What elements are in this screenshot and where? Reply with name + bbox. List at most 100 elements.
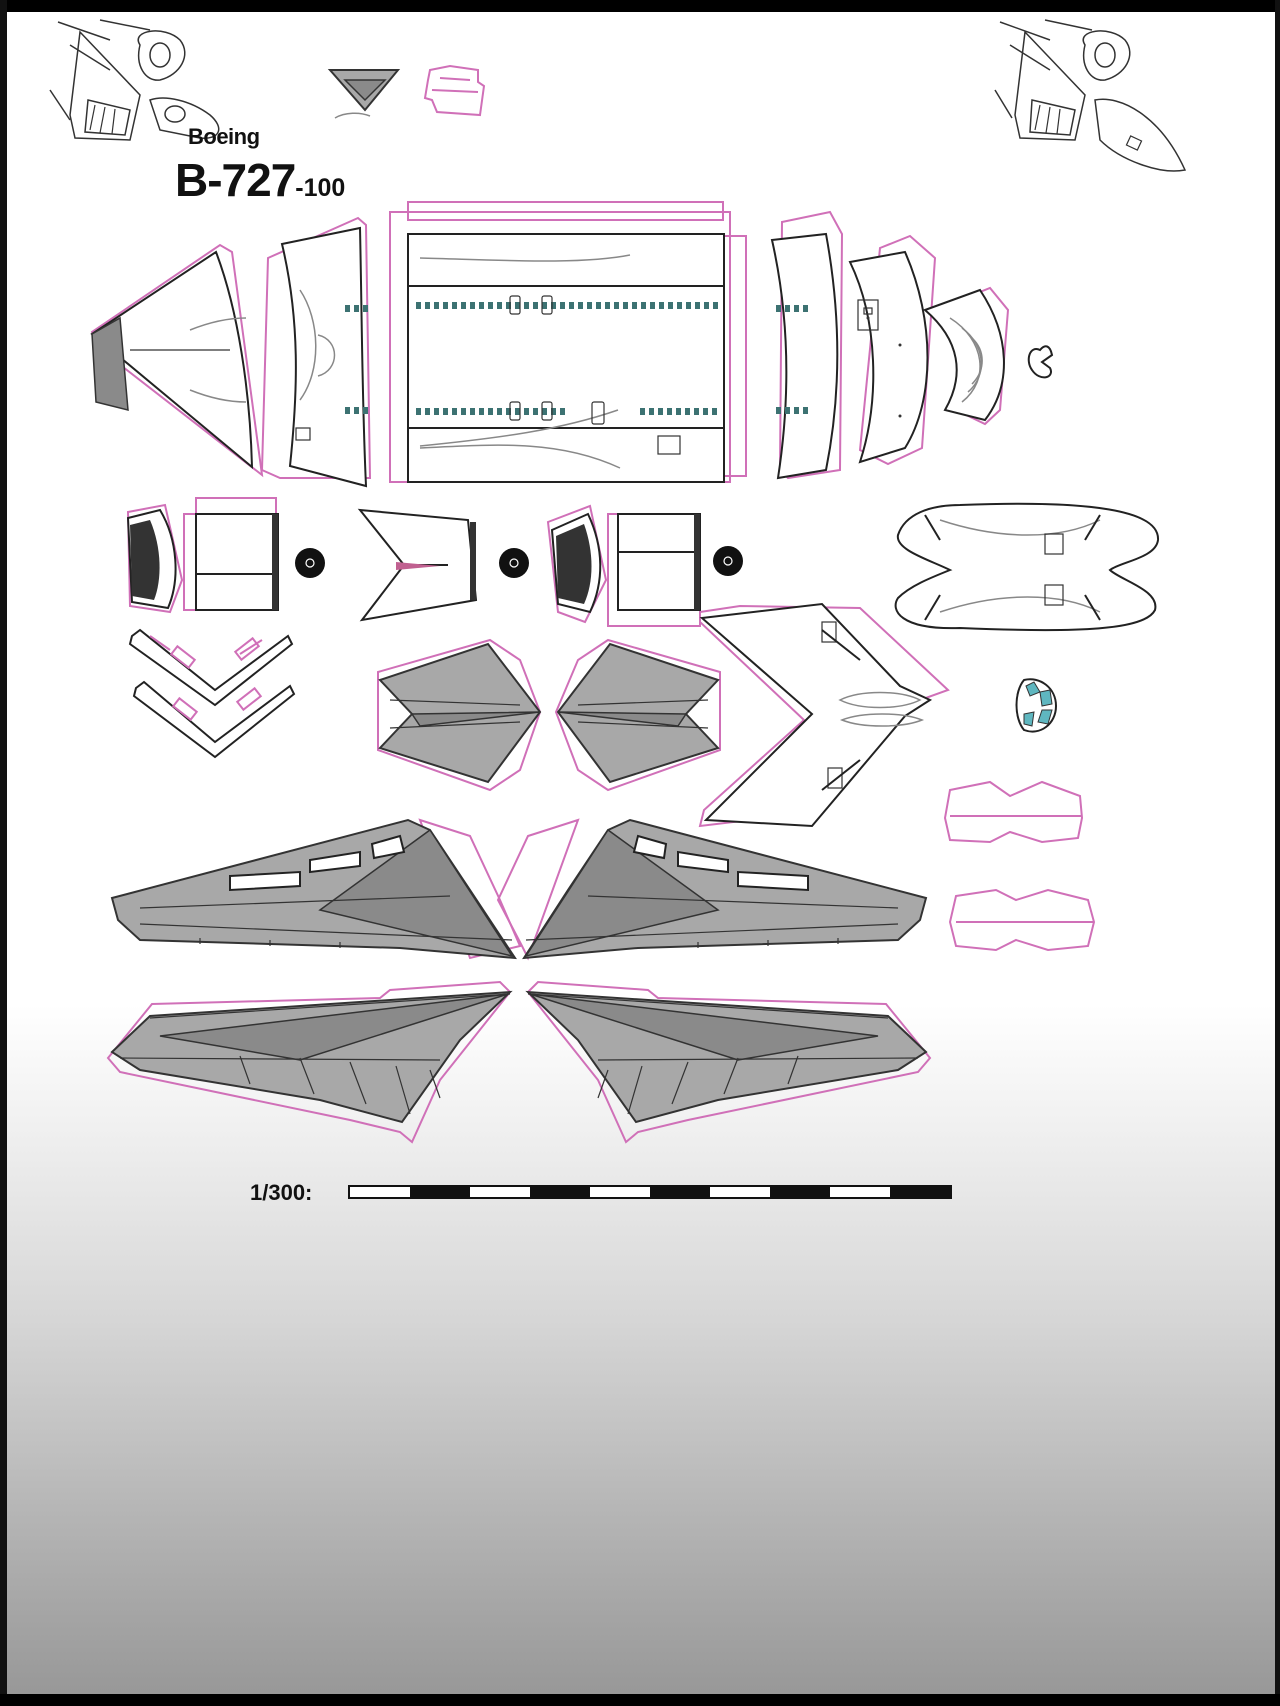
cabin-window — [533, 302, 538, 309]
window-row-aft-bottom — [776, 407, 808, 414]
window-row-aft-top — [776, 305, 808, 312]
part-wing-center-box — [894, 502, 1160, 632]
part-engine-cowl-right — [607, 513, 701, 627]
right-frame-edge — [1275, 0, 1280, 1706]
cabin-window — [641, 302, 646, 309]
cabin-window — [650, 302, 655, 309]
left-frame-edge — [0, 0, 7, 1706]
cabin-window — [623, 302, 628, 309]
part-nose-section — [90, 243, 264, 478]
scale-segment — [350, 1187, 410, 1197]
part-engine-cowl-left — [183, 497, 279, 611]
scale-segment — [830, 1187, 890, 1197]
part-wing-upper-right — [496, 818, 928, 961]
part-cockpit-glass — [1015, 678, 1058, 733]
part-engine-disc-2 — [499, 548, 529, 578]
cabin-window — [434, 408, 439, 415]
cabin-window — [425, 408, 430, 415]
part-engine-disc-1 — [295, 548, 325, 578]
scale-segment — [650, 1187, 710, 1197]
scale-segment — [710, 1187, 770, 1197]
scale-segment — [470, 1187, 530, 1197]
cabin-window — [712, 408, 717, 415]
part-center-engine-duct — [357, 508, 478, 622]
cabin-window — [667, 408, 672, 415]
cabin-window — [452, 302, 457, 309]
part-engine-intake-left — [126, 503, 184, 614]
cabin-window — [596, 302, 601, 309]
cabin-window — [640, 408, 645, 415]
cabin-window — [461, 408, 466, 415]
cabin-window — [560, 302, 565, 309]
model-name: B-727 — [175, 154, 296, 206]
assembly-sketch-right — [994, 19, 1187, 172]
cabin-window — [416, 302, 421, 309]
cabin-window — [470, 302, 475, 309]
scale-segment — [530, 1187, 590, 1197]
cabin-window — [668, 302, 673, 309]
cabin-window — [551, 408, 556, 415]
part-wing-upper-left — [110, 818, 522, 960]
part-wing-lower-right — [525, 980, 932, 1144]
cabin-window-row-top — [416, 302, 718, 309]
cabin-window — [443, 302, 448, 309]
cabin-window — [686, 302, 691, 309]
scale-label: 1/300: — [250, 1180, 313, 1205]
cabin-window — [515, 302, 520, 309]
bottom-frame-bar — [0, 1694, 1280, 1706]
part-forward-fuselage-1 — [260, 216, 372, 488]
cabin-window — [416, 408, 421, 415]
cabin-window — [614, 302, 619, 309]
cabin-window-row-bottom — [416, 408, 717, 415]
cabin-window — [461, 302, 466, 309]
scale-bar — [348, 1185, 952, 1199]
part-tail-cap — [1027, 345, 1054, 379]
cabin-window — [524, 302, 529, 309]
window-row-fwd-bottom — [345, 407, 368, 414]
top-frame-bar — [0, 0, 1280, 12]
scale-segment — [410, 1187, 470, 1197]
scale-segment — [770, 1187, 830, 1197]
cabin-window — [713, 302, 718, 309]
part-chevron-upper — [128, 628, 294, 707]
scale-segment — [590, 1187, 650, 1197]
cabin-window — [551, 302, 556, 309]
part-tab-block-2 — [948, 888, 1096, 952]
cabin-window — [425, 302, 430, 309]
cabin-window — [587, 302, 592, 309]
part-chevron-lower — [132, 680, 296, 759]
part-tab-block-1 — [943, 780, 1084, 844]
cabin-window — [443, 408, 448, 415]
cabin-window — [632, 302, 637, 309]
cabin-window — [452, 408, 457, 415]
cabin-window — [506, 408, 511, 415]
part-wing-lower-left — [106, 980, 513, 1144]
window-row-fwd-top — [345, 305, 368, 312]
cabin-window — [434, 302, 439, 309]
scale-segment — [890, 1187, 950, 1197]
cabin-window — [515, 408, 520, 415]
cabin-window — [685, 408, 690, 415]
cabin-window — [704, 302, 709, 309]
cabin-window — [703, 408, 708, 415]
cabin-window — [542, 302, 547, 309]
cabin-window — [676, 408, 681, 415]
cabin-window — [470, 408, 475, 415]
cabin-window — [497, 408, 502, 415]
cabin-window — [578, 302, 583, 309]
cabin-window — [677, 302, 682, 309]
part-main-fuselage-panel — [389, 201, 747, 483]
part-engine-intake-right — [546, 504, 608, 624]
cabin-window — [533, 408, 538, 415]
part-aft-fuselage-2 — [848, 234, 937, 466]
cabin-window — [506, 302, 511, 309]
part-tail-section — [923, 286, 1010, 426]
part-small-box — [423, 64, 486, 117]
part-tail-cone-small — [327, 69, 401, 119]
cabin-window — [488, 302, 493, 309]
cabin-window — [542, 408, 547, 415]
cabin-window — [569, 302, 574, 309]
model-variant: -100 — [295, 174, 346, 202]
